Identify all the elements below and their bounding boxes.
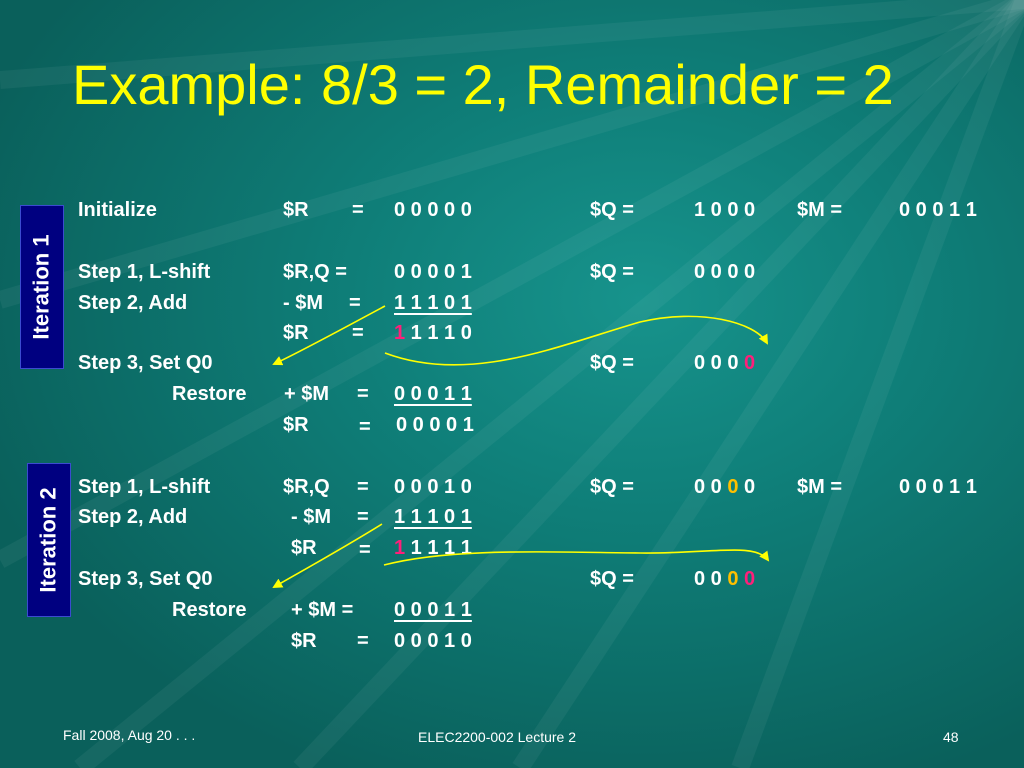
step-restore: Restore <box>172 383 247 405</box>
register-r: $R <box>283 322 309 344</box>
register-value: 0 0 0 1 1 <box>394 383 472 405</box>
sign-bit: 1 <box>394 322 406 344</box>
shifted-bit: 0 <box>727 568 739 590</box>
register-r: $R <box>291 537 317 559</box>
shifted-bit: 0 <box>727 476 739 498</box>
step-2-add: Step 2, Add <box>78 292 188 314</box>
step-restore: Restore <box>172 599 247 621</box>
register-value: 1 1 1 1 1 <box>394 536 472 560</box>
register-rq: $R,Q = <box>283 261 347 283</box>
step-initialize: Initialize <box>78 199 157 221</box>
step-1-lshift: Step 1, L-shift <box>78 261 211 283</box>
quotient-bits: 0 0 0 <box>694 352 745 374</box>
quotient-value: 0 0 0 0 <box>694 261 756 283</box>
register-value: 0 0 0 1 0 <box>394 476 472 498</box>
quotient-value: 0 0 0 0 <box>694 567 755 591</box>
iteration-1-label: Iteration 1 <box>20 205 64 369</box>
iteration-2-label: Iteration 2 <box>27 463 71 617</box>
quotient-label: $Q = <box>590 199 634 221</box>
remaining-bits: 1 1 1 0 <box>405 322 472 344</box>
minus-m: - $M <box>291 506 331 528</box>
divisor-label: $M = <box>797 476 843 498</box>
iteration-2-text: Iteration 2 <box>36 487 62 593</box>
register-r: $R <box>283 414 309 436</box>
quotient-label: $Q = <box>590 352 634 374</box>
register-value: 1 1 1 0 1 <box>394 292 472 314</box>
quotient-label: $Q = <box>590 568 634 590</box>
quotient-bits: 0 <box>738 476 756 498</box>
step-3-set-q0: Step 3, Set Q0 <box>78 568 213 590</box>
quotient-value: 0 0 0 0 <box>694 475 755 499</box>
equals-sign: = <box>357 383 369 405</box>
equals-sign: = <box>357 476 369 498</box>
q0-bit: 0 <box>744 352 756 374</box>
minus-m: - $M <box>283 292 323 314</box>
quotient-value: 1 0 0 0 <box>694 199 756 221</box>
step-1-lshift: Step 1, L-shift <box>78 476 211 498</box>
step-3-set-q0: Step 3, Set Q0 <box>78 352 213 374</box>
plus-m: + $M <box>284 383 330 405</box>
register-value: 0 0 0 0 0 <box>394 199 472 221</box>
register-value: 0 0 0 0 1 <box>394 261 472 283</box>
register-value: 0 0 0 0 1 <box>396 414 474 436</box>
remaining-bits: 1 1 1 1 <box>405 537 472 559</box>
sign-bit: 1 <box>394 537 406 559</box>
equals-sign: = <box>349 292 361 314</box>
equals-sign: = <box>357 630 369 652</box>
register-value: 0 0 0 1 0 <box>394 630 472 652</box>
register-r: $R <box>283 199 309 221</box>
register-value: 1 1 1 1 0 <box>394 321 472 345</box>
register-value: 0 0 0 1 1 <box>394 599 472 621</box>
quotient-bits: 0 0 <box>694 568 728 590</box>
quotient-label: $Q = <box>590 476 634 498</box>
equals-sign: = <box>359 416 371 438</box>
step-2-add: Step 2, Add <box>78 506 188 528</box>
slide-title: Example: 8/3 = 2, Remainder = 2 <box>72 53 894 116</box>
register-rq: $R,Q <box>283 476 330 498</box>
register-value: 1 1 1 0 1 <box>394 506 472 528</box>
quotient-label: $Q = <box>590 261 634 283</box>
footer-date: Fall 2008, Aug 20 . . . <box>63 727 196 743</box>
equals-sign: = <box>352 199 364 221</box>
q0-bit: 0 <box>744 568 756 590</box>
register-r: $R <box>291 630 317 652</box>
plus-m: + $M = <box>291 599 354 621</box>
equals-sign: = <box>359 539 371 561</box>
equals-sign: = <box>352 322 364 344</box>
iteration-1-text: Iteration 1 <box>29 234 55 340</box>
divisor-value: 0 0 0 1 1 <box>899 476 977 498</box>
divisor-label: $M = <box>797 199 843 221</box>
quotient-bits: 0 0 <box>694 476 728 498</box>
footer-course: ELEC2200-002 Lecture 2 <box>418 729 576 745</box>
equals-sign: = <box>357 506 369 528</box>
footer-page-number: 48 <box>943 729 959 745</box>
divisor-value: 0 0 0 1 1 <box>899 199 977 221</box>
quotient-value: 0 0 0 0 <box>694 351 755 375</box>
